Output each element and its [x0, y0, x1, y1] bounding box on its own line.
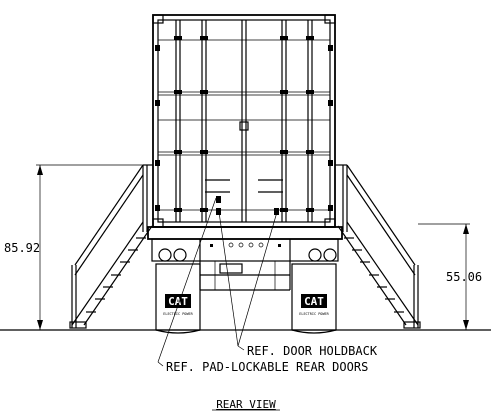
container	[152, 14, 336, 228]
left-dimension: 85.92	[4, 164, 143, 331]
right-stairs	[335, 164, 421, 329]
logo-right-brand: CAT	[304, 295, 324, 308]
logo-right: CAT ELECTRIC POWER	[299, 294, 330, 316]
view-title: REAR VIEW	[216, 398, 276, 411]
left-dimension-value: 85.92	[4, 241, 40, 255]
right-dimension: 55.06	[418, 223, 482, 331]
callout-pad-lockable: REF. PAD-LOCKABLE REAR DOORS	[166, 360, 368, 374]
logo-right-subtitle: ELECTRIC POWER	[299, 312, 329, 316]
logo-left-brand: CAT	[168, 295, 188, 308]
callout-leaders	[157, 197, 278, 367]
trailer-chassis	[147, 226, 343, 334]
callout-door-holdback: REF. DOOR HOLDBACK	[247, 344, 378, 358]
logo-left: CAT ELECTRIC POWER	[163, 294, 194, 316]
right-dimension-value: 55.06	[446, 270, 482, 284]
logo-left-subtitle: ELECTRIC POWER	[163, 312, 193, 316]
left-stairs	[69, 164, 153, 329]
